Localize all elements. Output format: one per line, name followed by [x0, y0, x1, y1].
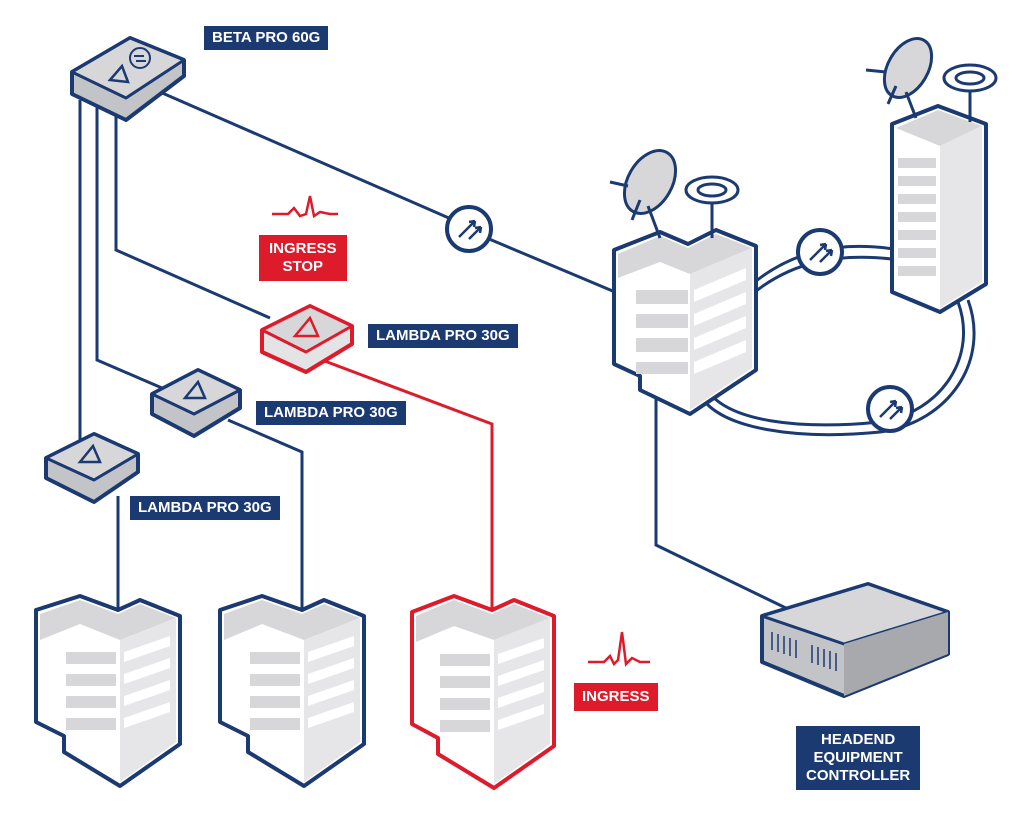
- fiber-node-icon: [445, 205, 493, 253]
- rack-server-icon: [760, 582, 950, 698]
- label-headend-controller: HEADEND EQUIPMENT CONTROLLER: [796, 726, 921, 790]
- beta-amplifier: [70, 36, 186, 122]
- building-icon: [34, 594, 182, 788]
- satellite-dish-icon: [609, 149, 678, 239]
- fiber-node-icon: [796, 228, 844, 276]
- line-beta-to-lambda-1: [114, 110, 271, 320]
- label-lambda-pro-1: LAMBDA PRO 30G: [368, 324, 518, 348]
- label-ingress-stop: INGRESS STOP: [259, 235, 347, 281]
- label-headend-line-3: CONTROLLER: [806, 767, 911, 784]
- line-beta-to-headend: [159, 90, 616, 294]
- ingress-signal-icon: [588, 631, 650, 667]
- label-ingress: INGRESS: [574, 683, 658, 711]
- lambda-amplifier-3: [44, 432, 140, 504]
- amplifier-icon: [77, 443, 102, 464]
- amplifier-icon: [292, 315, 320, 338]
- amplifier-icon: [107, 63, 130, 84]
- label-lambda-pro-3: LAMBDA PRO 30G: [130, 496, 280, 520]
- label-ingress-stop-line-2: STOP: [282, 258, 324, 275]
- line-lambda-1-to-building-3: [321, 358, 494, 610]
- label-beta-pro: BETA PRO 60G: [204, 26, 329, 50]
- label-lambda-pro-2: LAMBDA PRO 30G: [256, 401, 406, 425]
- tower-building: [865, 37, 998, 314]
- building-icon: [218, 594, 366, 788]
- building-icon: [410, 594, 556, 790]
- label-headend-line-1: HEADEND: [820, 731, 896, 748]
- amplifier-icon: [182, 379, 207, 400]
- lambda-amplifier-2: [150, 368, 242, 438]
- label-ingress-stop-line-1: INGRESS: [269, 240, 337, 257]
- antenna-icon: [684, 175, 740, 238]
- line-lambda-2-to-building-2: [227, 418, 304, 608]
- satellite-dish-icon: [865, 37, 934, 119]
- line-beta-to-lambda-2: [95, 104, 163, 390]
- ingress-signal-icon: [272, 195, 338, 219]
- fiber-node-icon: [866, 385, 914, 433]
- label-headend-line-2: EQUIPMENT: [813, 749, 903, 766]
- connection-lines: [78, 90, 791, 612]
- headend-building: [609, 149, 758, 416]
- line-headend-to-controller: [654, 398, 791, 612]
- lambda-amplifier-1: [260, 304, 354, 374]
- amplifier-icon: [129, 47, 151, 69]
- antenna-icon: [942, 63, 998, 122]
